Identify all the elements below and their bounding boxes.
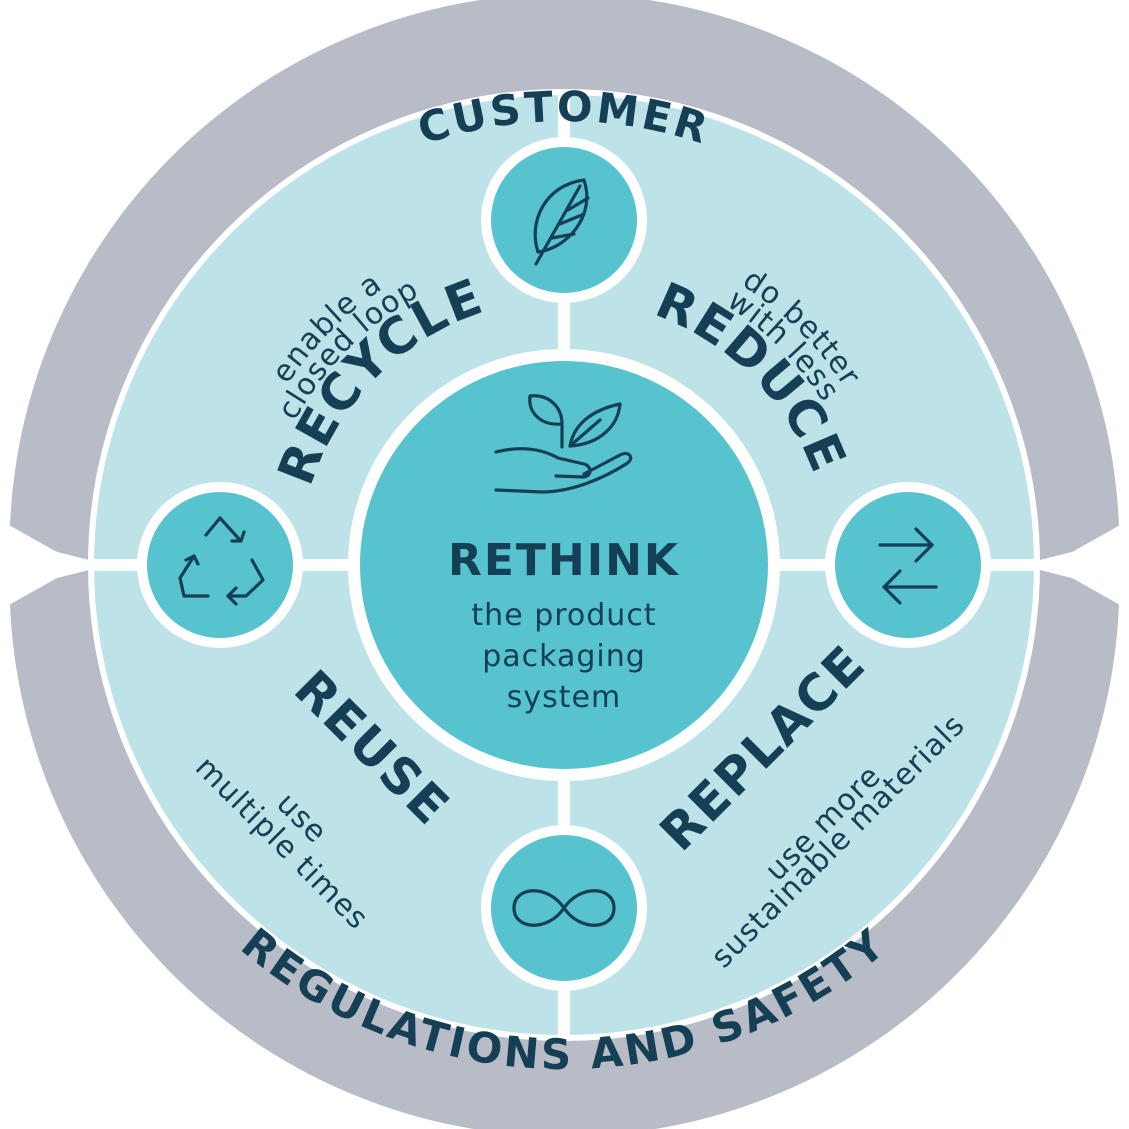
infinity-icon	[512, 889, 616, 927]
center-title: RETHINK	[448, 535, 680, 586]
center-circle: RETHINK the product packaging system	[348, 349, 780, 781]
ring-notch-left	[0, 520, 80, 610]
infinity-badge	[481, 825, 647, 991]
center-subtitle-line3: system	[507, 680, 621, 715]
hand-sprout-icon	[494, 394, 633, 494]
recycle-icon	[178, 516, 265, 606]
center-subtitle-line2: packaging	[482, 639, 646, 674]
center-subtitle-line1: the product	[471, 598, 656, 633]
feather-badge	[481, 137, 647, 303]
feather-icon	[533, 178, 590, 266]
ring-notch-right	[1049, 520, 1129, 610]
recycle-badge	[137, 482, 303, 648]
swap-arrows-icon	[878, 527, 938, 605]
swap-badge	[825, 482, 991, 648]
